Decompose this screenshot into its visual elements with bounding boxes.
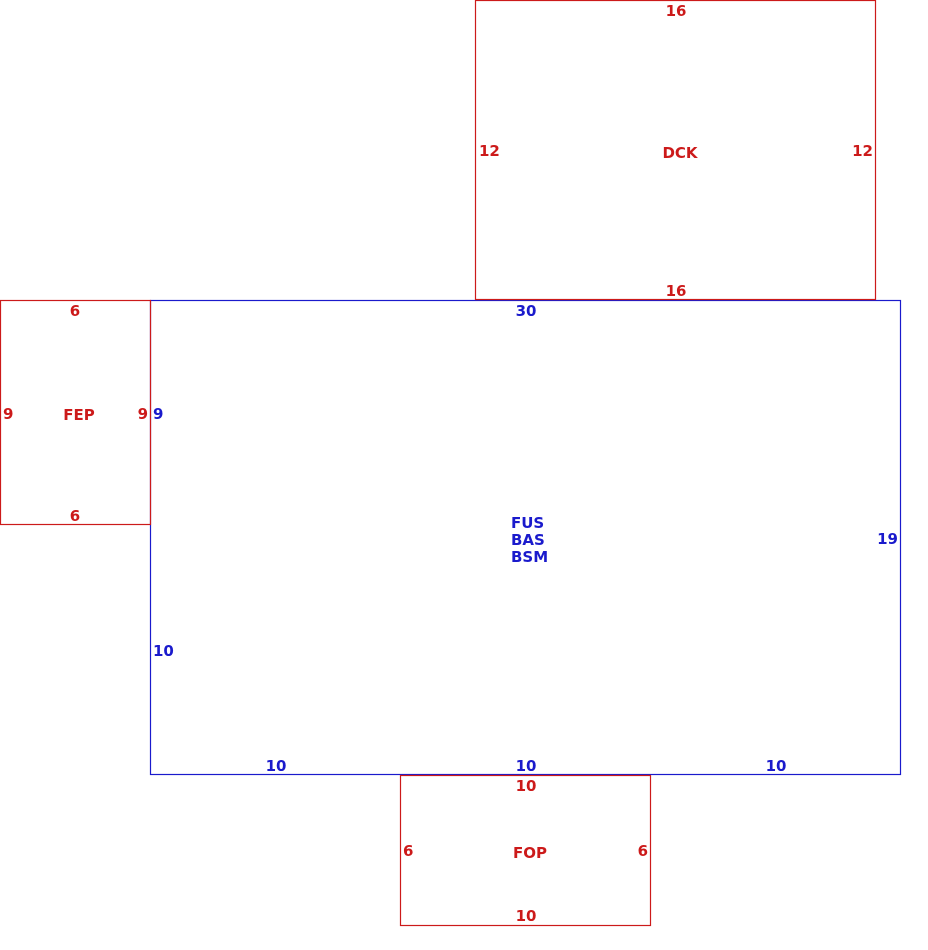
deck-dim-left: 12 bbox=[479, 142, 500, 160]
fep-dim-left: 9 bbox=[3, 405, 13, 423]
fop-dim-right: 6 bbox=[638, 842, 648, 860]
main-dim-bottom-left: 10 bbox=[266, 757, 287, 775]
main-code-bas: BAS bbox=[511, 531, 545, 549]
main-dim-top: 30 bbox=[516, 302, 537, 320]
deck-dim-right: 12 bbox=[852, 142, 873, 160]
fep-code: FEP bbox=[63, 406, 95, 424]
fep-dim-top: 6 bbox=[70, 302, 80, 320]
main-code-fus: FUS bbox=[511, 514, 544, 532]
deck-area: 16 16 12 12 DCK bbox=[474, 0, 877, 301]
fop-code: FOP bbox=[513, 844, 547, 862]
deck-dim-bottom: 16 bbox=[666, 282, 687, 300]
fop-area: 10 10 6 6 FOP bbox=[399, 774, 652, 927]
deck-outline bbox=[474, 0, 877, 301]
main-area: 30 9 10 19 10 10 10 FUS BAS BSM bbox=[149, 299, 902, 776]
fep-dim-right: 9 bbox=[138, 405, 148, 423]
fop-outline bbox=[399, 774, 652, 927]
fep-outline bbox=[0, 299, 152, 526]
deck-code: DCK bbox=[662, 144, 698, 162]
main-dim-right: 19 bbox=[877, 530, 898, 548]
fop-dim-left: 6 bbox=[403, 842, 413, 860]
main-dim-left-lower: 10 bbox=[153, 642, 174, 660]
main-dim-left-upper: 9 bbox=[153, 405, 163, 423]
main-dim-bottom-right: 10 bbox=[766, 757, 787, 775]
fop-dim-bottom: 10 bbox=[516, 907, 537, 925]
main-code-bsm: BSM bbox=[511, 548, 548, 566]
main-dim-bottom-mid: 10 bbox=[516, 757, 537, 775]
deck-dim-top: 16 bbox=[666, 2, 687, 20]
fop-dim-top: 10 bbox=[516, 777, 537, 795]
fep-dim-bottom: 6 bbox=[70, 507, 80, 525]
main-area-outline bbox=[149, 299, 902, 776]
fep-area: 6 6 9 9 FEP bbox=[0, 299, 152, 526]
